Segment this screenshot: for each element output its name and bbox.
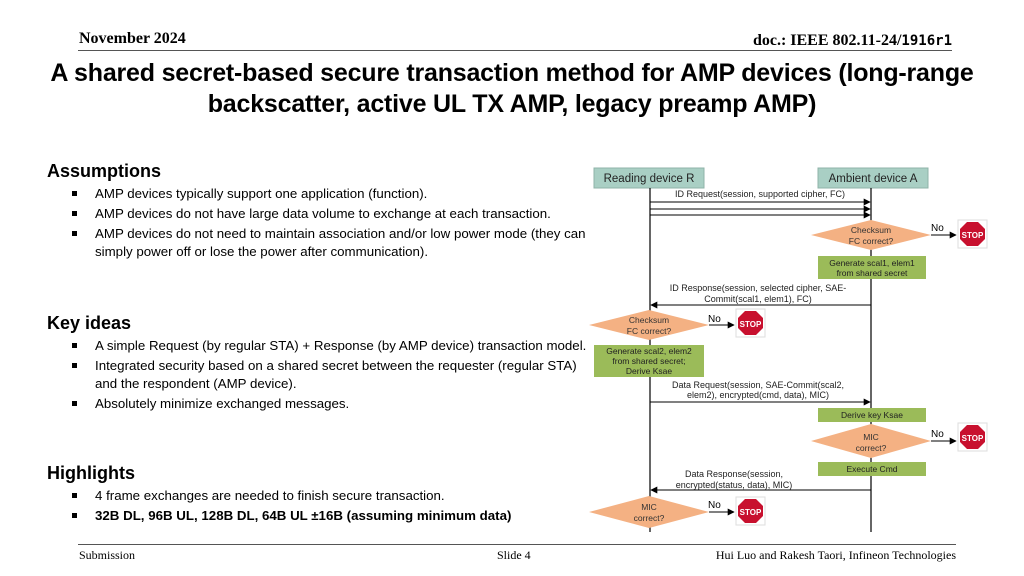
participant-label: Ambient device A xyxy=(829,173,918,185)
bullet-icon xyxy=(72,513,77,518)
bullet-icon xyxy=(72,211,77,216)
bullet-item: AMP devices typically support one applic… xyxy=(47,185,595,203)
message-label: encrypted(status, data), MIC) xyxy=(676,480,793,490)
bullet-item: Integrated security based on a shared se… xyxy=(47,357,595,393)
section-key-ideas: Key ideas A simple Request (by regular S… xyxy=(47,312,595,415)
message-label: ID Request(session, supported cipher, FC… xyxy=(675,189,845,199)
no-label: No xyxy=(708,314,721,325)
decision-label: correct? xyxy=(634,513,665,523)
section-assumptions: Assumptions AMP devices typically suppor… xyxy=(47,160,595,263)
footer-authors: Hui Luo and Rakesh Taori, Infineon Techn… xyxy=(715,548,956,562)
message-label: Data Request(session, SAE-Commit(scal2, xyxy=(672,380,844,390)
footer-divider xyxy=(78,544,956,545)
bullet-item: AMP devices do not need to maintain asso… xyxy=(47,225,595,261)
doc-prefix: doc.: IEEE 802.11-24/ xyxy=(752,32,902,49)
decision-label: Checksum xyxy=(629,315,669,325)
action-label: Derive Ksae xyxy=(626,366,673,376)
message-label: elem2), encrypted(cmd, data), MIC) xyxy=(687,390,829,400)
decision-label: FC correct? xyxy=(849,236,894,246)
bullet-icon xyxy=(72,401,77,406)
header-doc-id: doc.: IEEE 802.11-24/1916r1 xyxy=(753,32,952,50)
bullet-icon xyxy=(72,343,77,348)
bullet-icon xyxy=(72,363,77,368)
no-label: No xyxy=(931,223,944,234)
no-label: No xyxy=(708,500,721,511)
decision-diamond xyxy=(589,310,709,340)
svg-text:STOP: STOP xyxy=(962,434,984,443)
participant-ambient-device xyxy=(817,167,929,189)
header-divider xyxy=(78,50,952,51)
doc-number: 1916r1 xyxy=(901,33,952,49)
section-heading: Highlights xyxy=(47,463,135,483)
decision-label: correct? xyxy=(856,443,887,453)
header-date: November 2024 xyxy=(79,30,186,47)
section-heading: Key ideas xyxy=(47,313,132,333)
action-label: from shared secret xyxy=(837,268,908,278)
stop-sign-icon: STOP xyxy=(957,219,988,249)
participant-reading-device xyxy=(593,167,705,189)
decision-label: MIC xyxy=(641,502,657,512)
section-highlights: Highlights 4 frame exchanges are needed … xyxy=(47,462,595,527)
message-label: Data Response(session, xyxy=(685,469,783,479)
action-box xyxy=(818,462,926,476)
bullet-icon xyxy=(72,493,77,498)
bullet-icon xyxy=(72,231,77,236)
bullet-item: AMP devices do not have large data volum… xyxy=(47,205,595,223)
section-heading: Assumptions xyxy=(47,161,162,181)
stop-sign-icon: STOP xyxy=(735,496,766,526)
bullet-item: 4 frame exchanges are needed to finish s… xyxy=(47,487,595,505)
action-label: Generate scal1, elem1 xyxy=(829,258,915,268)
no-label: No xyxy=(931,429,944,440)
bullet-item: 32B DL, 96B UL, 128B DL, 64B UL ±16B (as… xyxy=(47,507,595,525)
action-box xyxy=(594,345,704,377)
bullet-item: Absolutely minimize exchanged messages. xyxy=(47,395,595,413)
svg-text:STOP: STOP xyxy=(740,508,762,517)
bullet-item: A simple Request (by regular STA) + Resp… xyxy=(47,337,595,355)
footer-slide-number: Slide 4 xyxy=(497,548,531,562)
message-label: Commit(scal1, elem1), FC) xyxy=(704,294,812,304)
stop-sign-icon: STOP xyxy=(735,308,766,338)
action-box xyxy=(818,256,926,279)
decision-diamond xyxy=(811,220,931,250)
action-label: Generate scal2, elem2 xyxy=(606,346,692,356)
svg-text:STOP: STOP xyxy=(962,231,984,240)
action-label: Execute Cmd xyxy=(846,464,897,474)
decision-label: MIC xyxy=(863,432,879,442)
stop-sign-icon: STOP xyxy=(957,422,988,452)
svg-text:STOP: STOP xyxy=(740,320,762,329)
participant-label: Reading device R xyxy=(604,173,695,185)
action-box xyxy=(818,408,926,422)
footer-submission: Submission xyxy=(79,548,136,562)
message-label: ID Response(session, selected cipher, SA… xyxy=(670,283,847,293)
decision-diamond xyxy=(589,496,709,528)
action-label: from shared secret; xyxy=(612,356,685,366)
action-label: Derive key Ksae xyxy=(841,410,903,420)
decision-diamond xyxy=(811,424,931,458)
decision-label: Checksum xyxy=(851,225,891,235)
decision-label: FC correct? xyxy=(627,326,672,336)
slide-title: A shared secret-based secure transaction… xyxy=(50,59,974,118)
bullet-icon xyxy=(72,191,77,196)
